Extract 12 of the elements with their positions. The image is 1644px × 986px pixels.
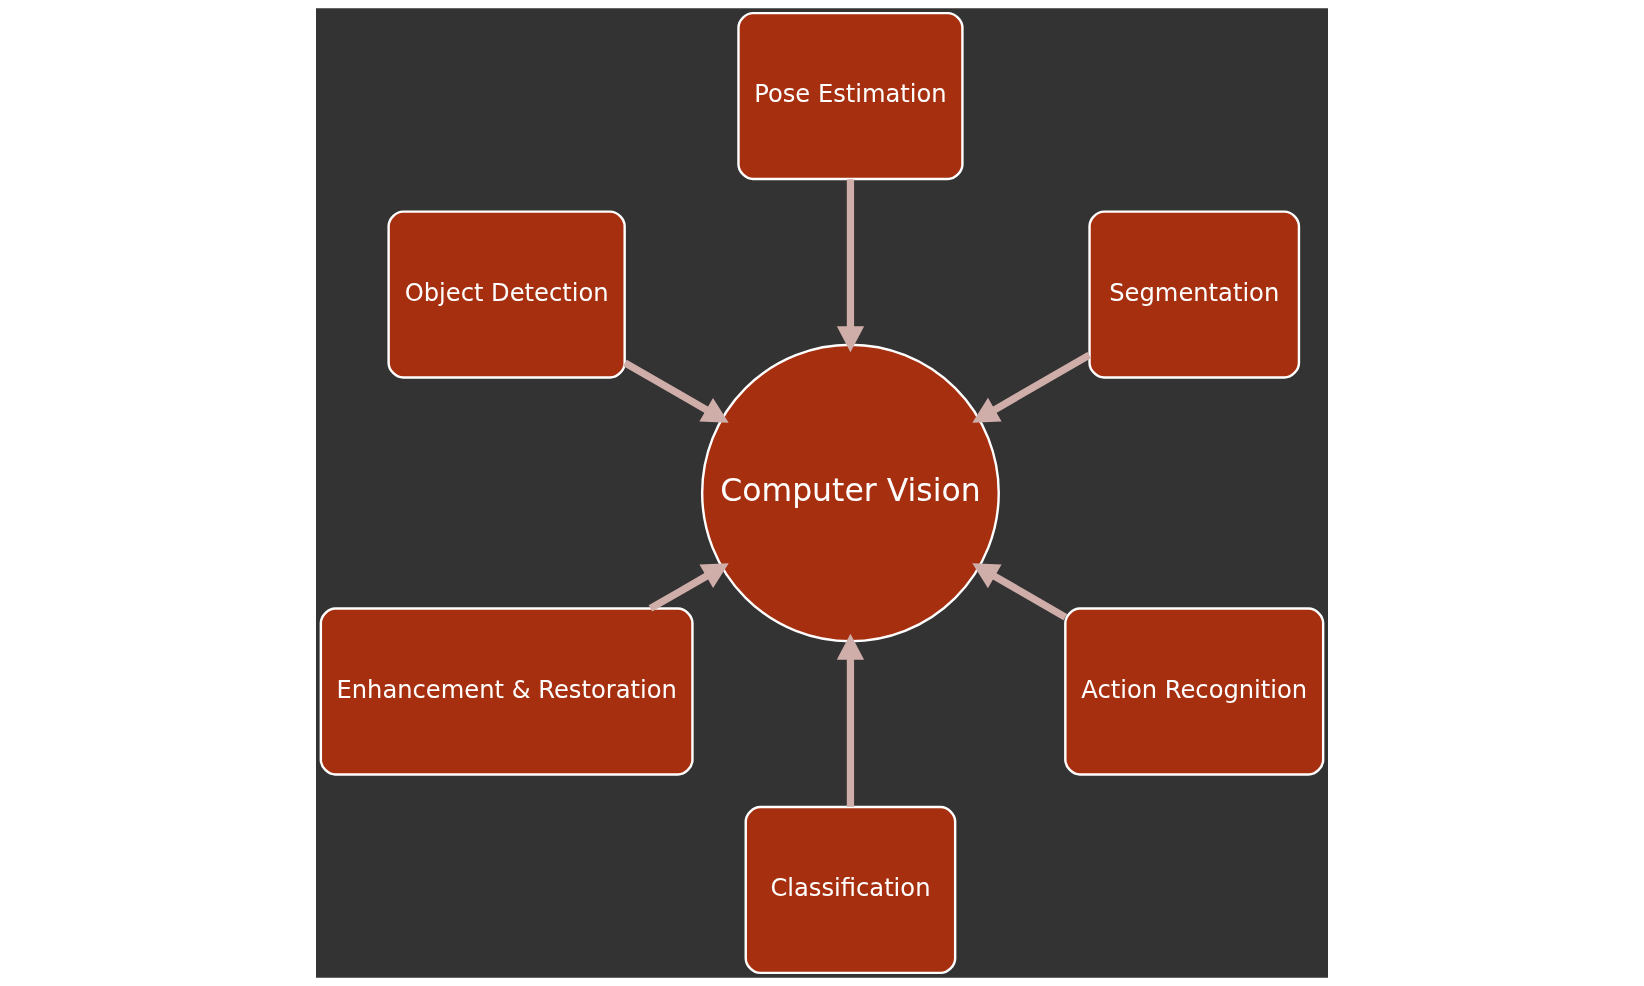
arrow [972, 352, 1092, 423]
arrow [836, 179, 865, 353]
node-box: Action Recognition [1064, 607, 1325, 776]
node-box: Enhancement & Restoration [319, 607, 694, 776]
arrow [972, 563, 1068, 621]
arrow [648, 563, 729, 612]
arrow [623, 359, 729, 423]
node-box: Object Detection [387, 210, 626, 379]
arrow [836, 633, 865, 807]
node-box: Segmentation [1088, 210, 1301, 379]
node-box: Pose Estimation [737, 11, 964, 181]
node-box: Classification [744, 805, 957, 975]
